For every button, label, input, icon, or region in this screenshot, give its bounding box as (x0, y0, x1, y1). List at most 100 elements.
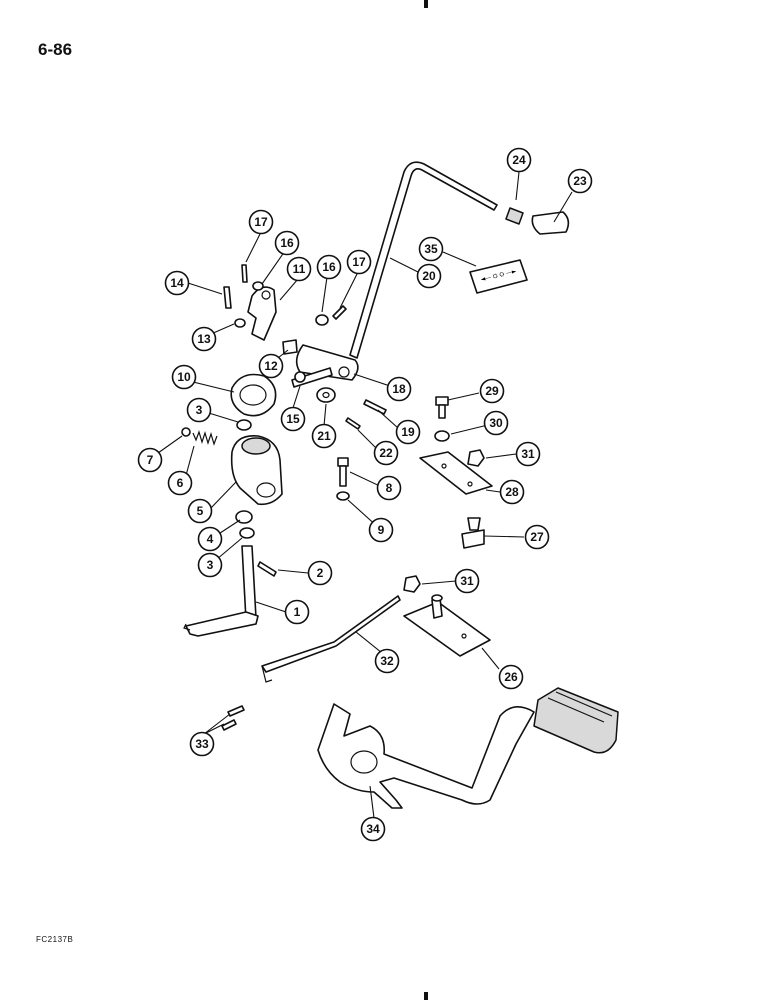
bolt-small (337, 457, 349, 487)
svg-text:23: 23 (573, 174, 587, 188)
clevis-pin-pair (221, 705, 245, 731)
spring-pin-lever (332, 305, 347, 320)
svg-text:7: 7 (147, 453, 154, 467)
spring-pin-upper (241, 264, 248, 283)
svg-text:3: 3 (207, 558, 214, 572)
roll-pin (223, 286, 232, 309)
svg-text:10: 10 (177, 370, 191, 384)
svg-text:32: 32 (380, 654, 394, 668)
washer-lever (315, 314, 329, 326)
svg-text:19: 19 (401, 425, 415, 439)
svg-text:20: 20 (422, 269, 436, 283)
mounting-plate (230, 373, 277, 417)
callout-26: 26 (498, 664, 524, 690)
clutch-pedal (317, 687, 619, 809)
link-rod (261, 595, 401, 683)
callout-13: 13 (191, 326, 217, 352)
callout-6: 6 (167, 470, 193, 496)
callout-20: 20 (416, 263, 442, 289)
nut-lower (403, 575, 421, 593)
svg-text:18: 18 (392, 382, 406, 396)
callout-31-upper: 31 (515, 441, 541, 467)
washer-bolt (336, 491, 350, 501)
cross-pin (257, 561, 277, 577)
callout-15: 15 (280, 406, 306, 432)
bushing-upper (236, 419, 252, 431)
svg-text:28: 28 (505, 485, 519, 499)
callout-23: 23 (567, 168, 593, 194)
svg-text:34: 34 (366, 822, 380, 836)
ball-stud (461, 517, 485, 549)
svg-text:22: 22 (379, 446, 393, 460)
callout-17-upper: 17 (248, 209, 274, 235)
callout-14: 14 (164, 270, 190, 296)
callout-33-a: 33 (189, 731, 215, 757)
registration-mark-bottom (424, 992, 428, 1000)
svg-text:35: 35 (424, 242, 438, 256)
svg-text:27: 27 (530, 530, 544, 544)
svg-text:29: 29 (485, 384, 499, 398)
callout-2: 2 (307, 560, 333, 586)
svg-text:15: 15 (286, 412, 300, 426)
nut-upper (467, 449, 485, 467)
lever-knob (531, 211, 570, 235)
detent-ball (181, 427, 191, 437)
washer-upper (252, 281, 264, 291)
svg-text:3: 3 (196, 403, 203, 417)
callout-8: 8 (376, 475, 402, 501)
mounting-bracket-plate (419, 451, 493, 495)
svg-text:17: 17 (254, 215, 268, 229)
svg-text:2: 2 (317, 566, 324, 580)
svg-text:16: 16 (280, 236, 294, 250)
callout-5: 5 (187, 498, 213, 524)
shift-housing (230, 435, 283, 506)
callout-12: 12 (258, 353, 284, 379)
svg-text:16: 16 (322, 260, 336, 274)
callout-18: 18 (386, 376, 412, 402)
svg-text:9: 9 (378, 523, 385, 537)
callout-3-upper: 3 (186, 397, 212, 423)
roll-pin-long (363, 399, 387, 415)
bolt-large (435, 396, 449, 419)
washer-small (234, 318, 246, 328)
lever-arm (295, 344, 359, 381)
svg-text:31: 31 (460, 574, 474, 588)
lever-decal: ◄— ⛭ ⛭ —► (469, 259, 528, 294)
callout-1: 1 (284, 599, 310, 625)
callout-22: 22 (373, 440, 399, 466)
callout-27: 27 (524, 524, 550, 550)
shift-shaft (183, 545, 259, 637)
svg-text:30: 30 (489, 416, 503, 430)
svg-text:31: 31 (521, 447, 535, 461)
callout-29: 29 (479, 378, 505, 404)
callout-21: 21 (311, 423, 337, 449)
callout-17-lever: 17 (346, 249, 372, 275)
callout-16-upper: 16 (274, 230, 300, 256)
leader-lines (150, 171, 573, 819)
shaft-pin (291, 367, 333, 388)
svg-text:17: 17 (352, 255, 366, 269)
svg-text:1: 1 (294, 605, 301, 619)
pivot-bracket (247, 286, 277, 341)
svg-text:6: 6 (177, 476, 184, 490)
hand-lever-rod (349, 161, 498, 359)
svg-text:12: 12 (264, 359, 278, 373)
svg-text:26: 26 (504, 670, 518, 684)
callout-19: 19 (395, 419, 421, 445)
callout-30: 30 (483, 410, 509, 436)
callout-4: 4 (197, 526, 223, 552)
bushing-lower (239, 527, 255, 539)
detent-spring (192, 430, 218, 446)
registration-mark-top (424, 0, 428, 8)
callout-31-lower: 31 (454, 568, 480, 594)
callout-34: 34 (360, 816, 386, 842)
svg-text:13: 13 (197, 332, 211, 346)
callout-9: 9 (368, 517, 394, 543)
svg-text:5: 5 (197, 504, 204, 518)
ferrule (505, 207, 524, 225)
svg-text:11: 11 (293, 262, 306, 276)
svg-text:8: 8 (386, 481, 393, 495)
svg-text:33: 33 (195, 737, 209, 751)
svg-text:24: 24 (512, 153, 526, 167)
